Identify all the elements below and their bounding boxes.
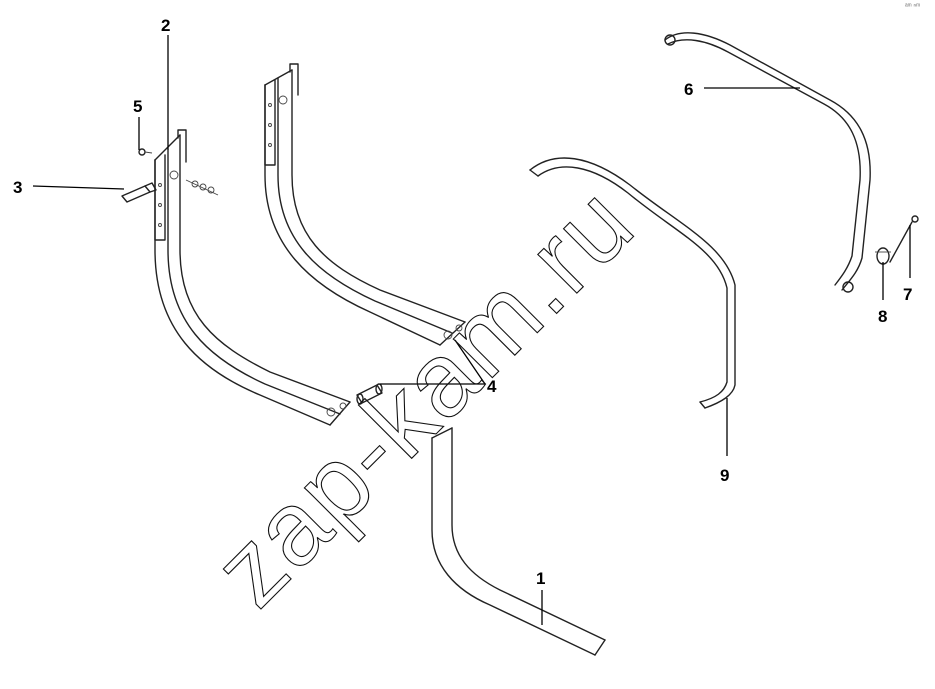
bracket-front (154, 129, 351, 426)
callout-9: 9 (720, 466, 729, 485)
bolt-part-3 (121, 182, 157, 203)
rubber-strip-part-9 (529, 157, 736, 409)
callout-2: 2 (161, 16, 170, 35)
callout-1: 1 (536, 569, 545, 588)
bolt-part-7 (889, 215, 919, 263)
bolt-part-5 (138, 148, 153, 156)
callout-6: 6 (684, 80, 693, 99)
fastener-stack (185, 179, 219, 196)
bracket-rear (264, 63, 466, 346)
callout-8: 8 (878, 307, 887, 326)
callout-3: 3 (13, 178, 22, 197)
lower-strip-part-1 (431, 427, 606, 656)
callout-4: 4 (487, 377, 497, 396)
spacer-part-4 (356, 383, 383, 405)
callout-7: 7 (903, 285, 912, 304)
leader-lines (32, 35, 911, 625)
callout-5: 5 (133, 97, 142, 116)
corner-mark: ᵃᵐ ⁿᵐ (905, 3, 920, 10)
strap-part-6 (664, 32, 871, 293)
nut-part-8 (875, 247, 891, 265)
